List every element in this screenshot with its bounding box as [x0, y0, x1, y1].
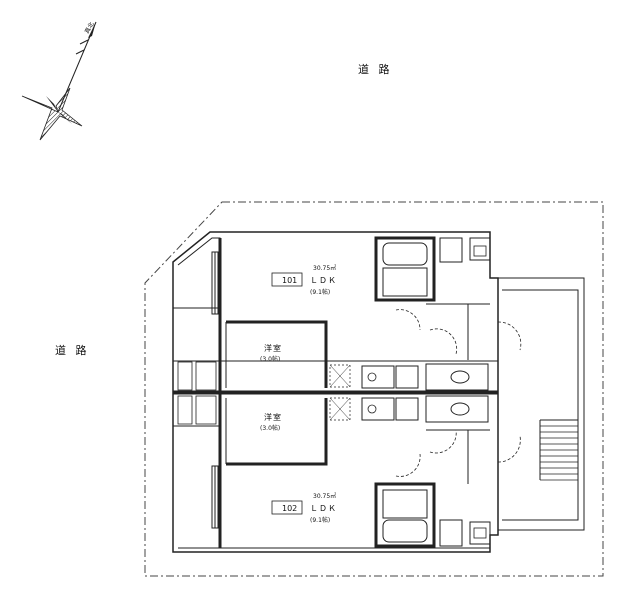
exterior-stairs: [498, 277, 585, 531]
unit-101-bedroom-size: (3.0帖): [260, 355, 280, 363]
unit-101-number-box: [271, 272, 303, 287]
bedroom-walls: [225, 320, 351, 466]
toilets-and-sinks: [361, 303, 490, 484]
unit-101-ldk-size: (9.1帖): [310, 288, 330, 296]
unit-102-number-box: [271, 500, 303, 515]
unit-102-area: 30.75㎡: [313, 492, 336, 500]
unit-102-bedroom-size: (3.0帖): [260, 424, 280, 432]
unit-101-area: 30.75㎡: [313, 264, 336, 272]
building-walls: [172, 231, 499, 553]
unit-101-labels: 30.75㎡ 101 ＬＤＫ (9.1帖) 洋室 (3.0帖): [260, 264, 337, 363]
unit-102-type: ＬＤＫ: [310, 504, 337, 513]
unit-101-type: ＬＤＫ: [310, 276, 337, 285]
unit-101-bedroom-label: 洋室: [264, 343, 282, 353]
unit-102-labels: 洋室 (3.0帖) 30.75㎡ 102 ＬＤＫ (9.1帖): [260, 412, 337, 524]
bathroom-101: [374, 236, 522, 355]
north-arrow-icon: [21, 21, 97, 141]
bathroom-102: [374, 429, 521, 548]
road-label-north: 道 路: [358, 62, 393, 76]
unit-102-ldk-size: (9.1帖): [310, 516, 330, 524]
compass-label: 真北: [83, 21, 96, 35]
windows: [211, 251, 219, 529]
unit-102-bedroom-label: 洋室: [264, 412, 282, 422]
unit-102-number: 102: [282, 504, 297, 513]
unit-101-number: 101: [282, 276, 297, 285]
site-boundary: [144, 201, 604, 577]
road-label-west: 道 路: [55, 343, 90, 357]
